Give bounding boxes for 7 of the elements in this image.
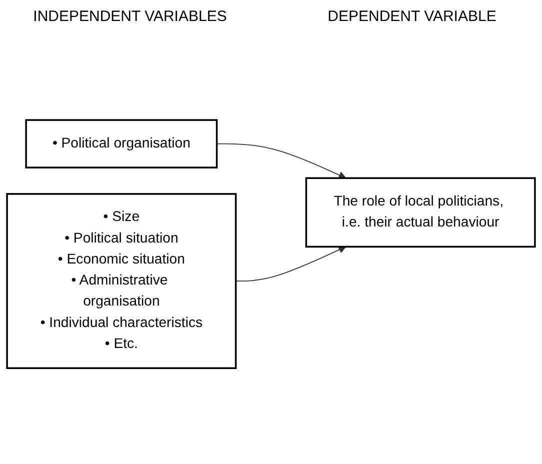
- node-box: The role of local politicians, i.e. their actual behaviour: [305, 178, 536, 248]
- arrow: [216, 144, 346, 180]
- column-heading: INDEPENDENT VARIABLES: [32, 8, 228, 25]
- arrow: [235, 246, 346, 282]
- node-box: • Political organisation: [25, 120, 218, 169]
- node-box: • Size • Political situation • Economic situation • Administrative organisation • Individual characteristics • Etc.: [6, 193, 237, 370]
- column-heading: DEPENDENT VARIABLE: [326, 8, 498, 25]
